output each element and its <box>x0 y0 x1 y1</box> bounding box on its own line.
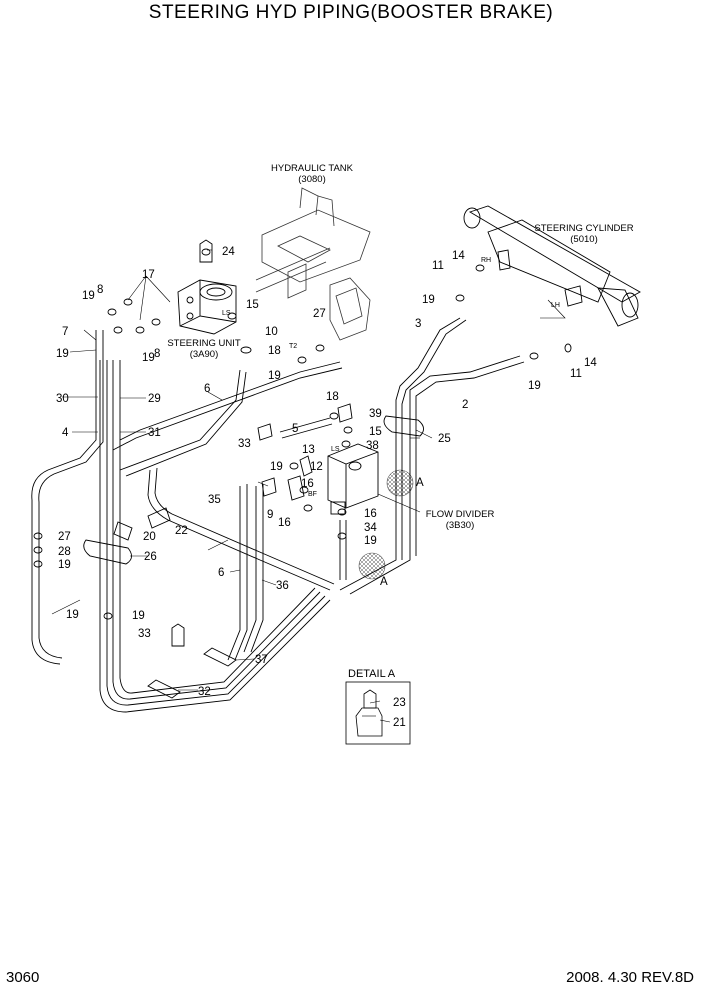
hydraulic-tank-code: (3080) <box>298 174 325 185</box>
callout-30: 30 <box>56 393 69 405</box>
callout-6-a: 6 <box>204 383 210 395</box>
callout-11-b: 11 <box>570 368 582 380</box>
steering-cylinder-code: (5010) <box>570 234 597 245</box>
callout-15-b: 15 <box>369 426 382 438</box>
pipe-clamps <box>83 415 424 699</box>
callout-28: 28 <box>58 546 71 558</box>
callout-15-a: 15 <box>246 299 259 311</box>
port-label-lh: LH <box>551 302 560 309</box>
detail-a-label: DETAIL A <box>348 668 396 680</box>
revision-date: 2008. 4.30 REV.8D <box>566 969 694 986</box>
callout-32: 32 <box>198 686 211 698</box>
callout-8-a: 8 <box>97 284 103 296</box>
callout-19-a: 19 <box>82 290 95 302</box>
callout-22: 22 <box>175 525 188 537</box>
callout-19-g: 19 <box>270 461 283 473</box>
callout-20: 20 <box>143 531 156 543</box>
steering-cylinder-label: STEERING CYLINDER <box>534 223 633 234</box>
callout-37: 37 <box>255 654 268 666</box>
callout-numbers: 24 17 19 8 15 7 10 19 19 8 18 27 6 19 14… <box>56 246 597 729</box>
callout-25: 25 <box>438 433 451 445</box>
hydraulic-tank-label: HYDRAULIC TANK <box>271 163 354 174</box>
callout-10: 10 <box>265 326 278 338</box>
callout-2: 2 <box>462 399 468 411</box>
callout-19-j: 19 <box>66 609 79 621</box>
steering-unit-label: STEERING UNIT <box>167 338 241 349</box>
callout-16-c: 16 <box>364 508 377 520</box>
callout-23: 23 <box>393 697 406 709</box>
flow-divider-code: (3B30) <box>446 520 475 531</box>
callout-19-k: 19 <box>132 610 145 622</box>
callout-18-a: 18 <box>268 345 281 357</box>
callout-19-b: 19 <box>56 348 69 360</box>
callout-19-e: 19 <box>422 294 435 306</box>
callout-14-a: 14 <box>452 250 465 262</box>
port-label-ls-unit: LS <box>222 310 231 317</box>
section-mark-a-lower: A <box>380 576 388 588</box>
steering-unit-code: (3A90) <box>190 349 219 360</box>
callout-26: 26 <box>144 551 157 563</box>
callout-6-b: 6 <box>218 567 224 579</box>
flow-divider-label: FLOW DIVIDER <box>426 509 495 520</box>
page-title: STEERING HYD PIPING(BOOSTER BRAKE) <box>148 2 554 23</box>
callout-19-c: 19 <box>142 352 155 364</box>
callout-8-b: 8 <box>154 348 160 360</box>
port-label-ls-divider: LS <box>331 446 340 453</box>
callout-3: 3 <box>415 318 421 330</box>
leader-lines <box>51 249 433 723</box>
callout-16-a: 16 <box>301 478 314 490</box>
callout-39: 39 <box>369 408 382 420</box>
callout-5: 5 <box>292 423 298 435</box>
section-mark-a-upper: A <box>416 477 424 489</box>
callout-17: 17 <box>142 269 155 281</box>
piping-lines <box>31 317 525 713</box>
callout-9: 9 <box>267 509 273 521</box>
callout-24: 24 <box>222 246 235 258</box>
callout-31: 31 <box>148 427 161 439</box>
callout-19-d: 19 <box>268 370 281 382</box>
callout-33-a: 33 <box>238 438 251 450</box>
callout-29: 29 <box>148 393 161 405</box>
callout-27-a: 27 <box>313 308 326 320</box>
callout-19-h: 19 <box>364 535 377 547</box>
callout-34: 34 <box>364 522 377 534</box>
fittings <box>33 239 572 647</box>
callout-11-a: 11 <box>432 260 444 272</box>
callout-13: 13 <box>302 444 315 456</box>
flow-divider-drawing <box>327 443 379 515</box>
callout-12: 12 <box>310 461 323 473</box>
callout-14-b: 14 <box>584 357 597 369</box>
steering-cylinder-drawing <box>463 205 641 327</box>
port-label-rh: RH <box>481 257 491 264</box>
callout-16-b: 16 <box>278 517 291 529</box>
callout-18-b: 18 <box>326 391 339 403</box>
callout-21: 21 <box>393 717 406 729</box>
port-label-bf: BF <box>308 491 317 498</box>
callout-27-b: 27 <box>58 531 71 543</box>
detail-a-box: DETAIL A <box>345 668 411 745</box>
callout-35: 35 <box>208 494 221 506</box>
callout-19-f: 19 <box>528 380 541 392</box>
callout-36: 36 <box>276 580 289 592</box>
hydraulic-tank-drawing <box>255 187 371 341</box>
steering-unit-drawing <box>177 279 237 335</box>
callout-19-i: 19 <box>58 559 71 571</box>
callout-7: 7 <box>62 326 68 338</box>
callout-38: 38 <box>366 440 379 452</box>
page-number: 3060 <box>6 969 40 986</box>
port-label-t2: T2 <box>289 343 297 350</box>
callout-33-b: 33 <box>138 628 151 640</box>
callout-4: 4 <box>62 427 69 439</box>
